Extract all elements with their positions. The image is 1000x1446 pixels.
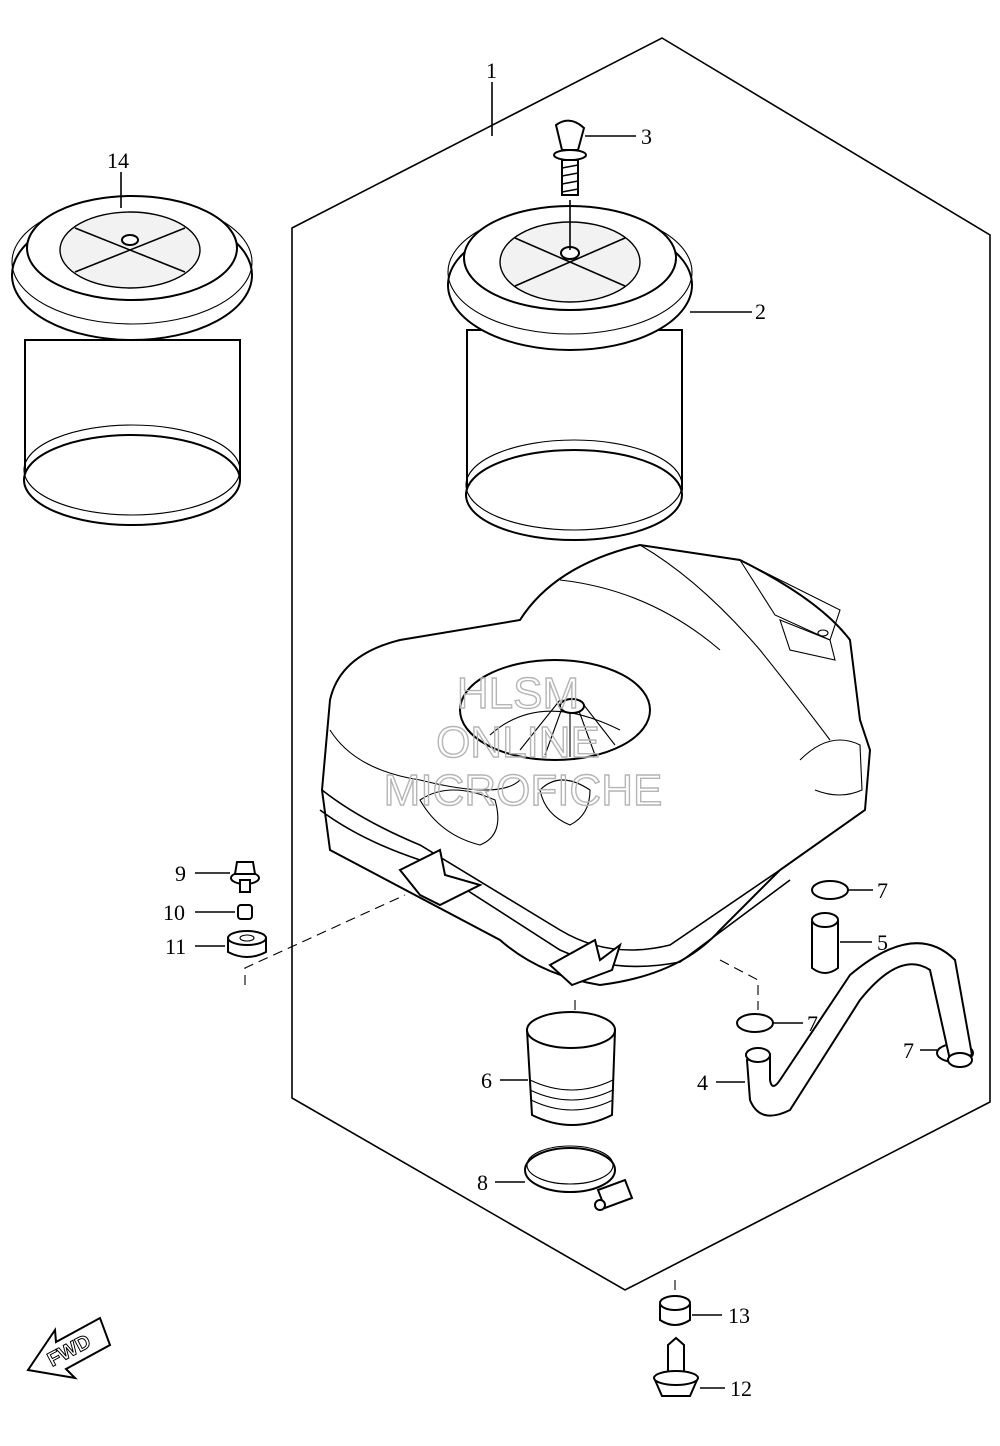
callout-6: 6	[481, 1068, 492, 1093]
callout-3: 3	[641, 124, 652, 149]
callout-7a: 7	[877, 878, 888, 903]
callout-7b: 7	[807, 1011, 818, 1036]
callout-2: 2	[755, 299, 766, 324]
callout-7c: 7	[903, 1038, 914, 1063]
collar-10[interactable]	[195, 904, 253, 920]
assembly-outline	[291, 37, 991, 1291]
hose-5[interactable]	[811, 912, 872, 974]
hose-4[interactable]	[716, 942, 974, 1117]
watermark: HLSM ONLINE MICROFICHE	[383, 668, 663, 815]
clamp-7b[interactable]	[736, 1013, 803, 1033]
dash-line-11	[244, 894, 406, 985]
callout-1: 1	[486, 58, 497, 83]
dash-line-4	[719, 959, 759, 1010]
callout-8: 8	[477, 1170, 488, 1195]
clamp-7a[interactable]	[811, 880, 873, 900]
watermark-line2: ONLINE	[436, 718, 600, 767]
wing-screw-3[interactable]	[553, 119, 587, 250]
callout-11: 11	[165, 934, 186, 959]
grommet-13[interactable]	[659, 1295, 722, 1326]
callout-14: 14	[107, 148, 129, 173]
connector-6[interactable]	[500, 1011, 617, 1126]
hose-clamp-8[interactable]	[495, 1145, 634, 1211]
grommet-11[interactable]	[195, 930, 267, 958]
callout-13: 13	[728, 1303, 750, 1328]
watermark-line1: HLSM	[457, 669, 579, 718]
callout-12: 12	[730, 1376, 752, 1401]
filter-element-14[interactable]	[11, 195, 253, 526]
air-cleaner-case[interactable]	[319, 543, 872, 987]
callout-9: 9	[175, 861, 186, 886]
filter-element-2[interactable]	[447, 205, 693, 541]
drain-plug-12[interactable]	[653, 1336, 725, 1397]
fwd-arrow: FWD	[26, 1316, 112, 1380]
bolt-9[interactable]	[195, 861, 260, 893]
callout-10: 10	[163, 900, 185, 925]
watermark-line3: MICROFICHE	[384, 766, 663, 815]
callout-4: 4	[697, 1070, 708, 1095]
callout-5: 5	[877, 930, 888, 955]
